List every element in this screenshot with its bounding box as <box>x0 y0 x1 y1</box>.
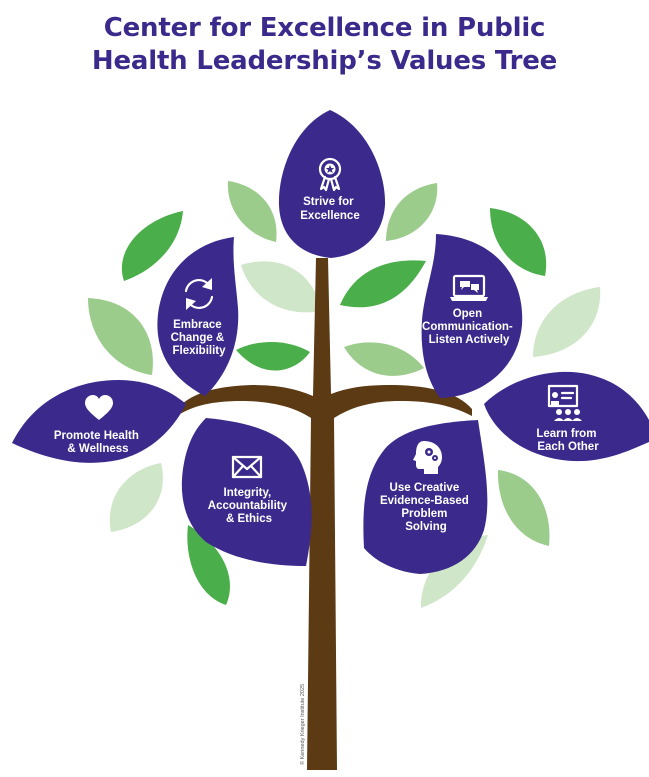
heart-icon <box>85 395 113 420</box>
head-gears-icon <box>413 441 442 474</box>
leaf <box>344 342 424 376</box>
leaf <box>236 341 310 371</box>
label-strive: Strive for Excellence <box>300 196 359 222</box>
petal-learn[interactable] <box>484 371 649 462</box>
petal-promote[interactable] <box>12 380 186 463</box>
value-petals <box>12 110 649 574</box>
leaf <box>121 211 183 281</box>
green-leaves <box>88 181 601 608</box>
leaf <box>490 208 547 276</box>
leaf <box>241 261 322 313</box>
leaf <box>187 525 230 605</box>
petal-embrace[interactable] <box>157 237 239 396</box>
leaf <box>497 470 550 546</box>
leaf <box>88 298 153 375</box>
award-ribbon-icon <box>318 157 342 192</box>
label-creative: Use Creative Evidence-Based Problem Solv… <box>380 482 472 533</box>
leaf <box>227 181 277 242</box>
title-line-1: Center for Excellence in Public <box>103 13 546 43</box>
title-line-2: Health Leadership’s Values Tree <box>91 46 558 76</box>
label-integrity: Integrity, Accountability & Ethics <box>208 487 290 525</box>
refresh-cycle-icon <box>184 278 214 310</box>
leaf <box>340 260 426 308</box>
label-open: Open Communication- Listen Actively <box>422 308 516 346</box>
petal-open[interactable] <box>421 234 523 398</box>
value-labels: Strive for Excellence Embrace Change & F… <box>54 196 599 533</box>
leaf <box>386 183 438 241</box>
label-learn: Learn from Each Other <box>536 428 599 453</box>
petal-creative[interactable] <box>363 420 488 574</box>
label-embrace: Embrace Change & Flexibility <box>171 319 228 357</box>
petal-integrity[interactable] <box>181 418 312 566</box>
leaf <box>420 535 488 608</box>
tree-trunk <box>179 258 472 770</box>
copyright-text: © Kennedy Krieger Institute 2025 <box>299 684 306 765</box>
leaf <box>533 287 601 357</box>
envelope-icon <box>231 455 263 479</box>
page-title: Center for Excellence in Public Health L… <box>0 12 649 78</box>
leaf <box>109 463 163 532</box>
laptop-chat-icon <box>450 274 488 301</box>
presentation-board-icon <box>547 384 582 421</box>
label-promote: Promote Health & Wellness <box>54 430 142 455</box>
